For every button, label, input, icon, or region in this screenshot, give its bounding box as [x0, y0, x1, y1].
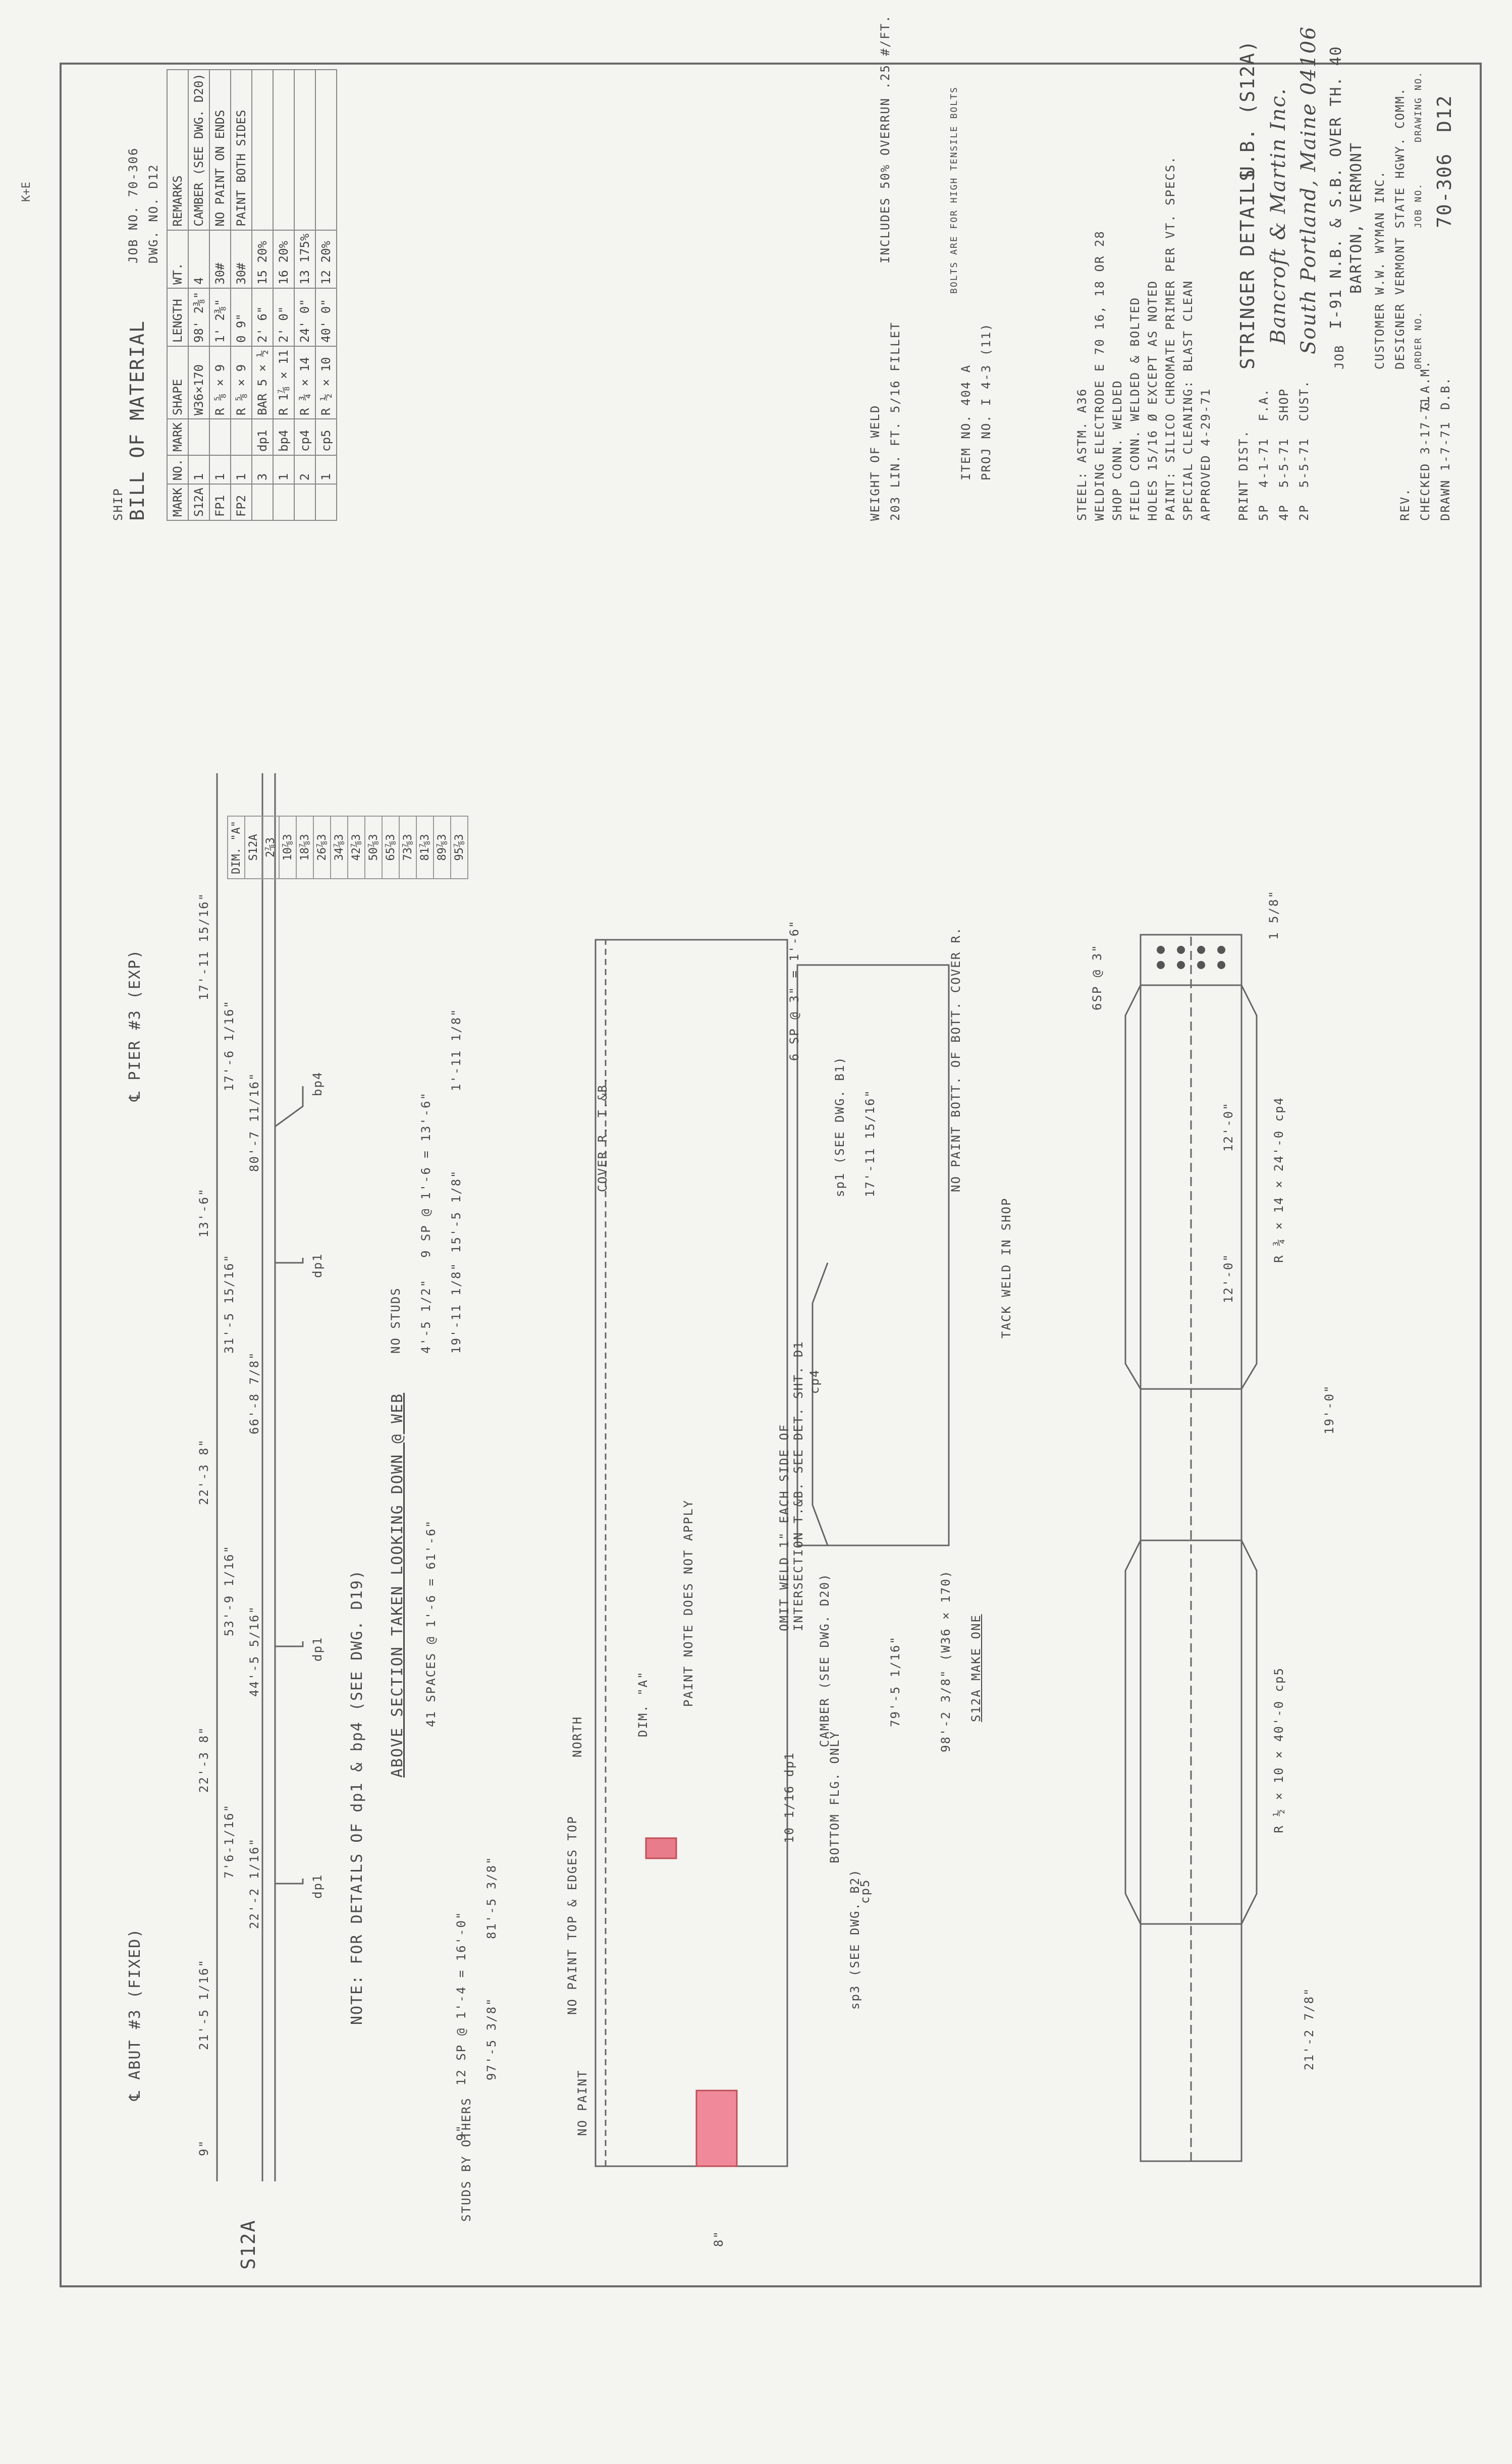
bom-dwg: DWG. NO. D12 — [146, 164, 160, 263]
bom-header-row: MARK NO. MARK SHAPE LENGTH WT. REMARKS — [167, 70, 188, 520]
cover-label: COVER R. T.&B. — [596, 1076, 610, 1192]
dp1-label-2: dp1 — [310, 1636, 325, 1662]
dim-a-table: DIM. "A" S12A 2⅞3 10⅞3 18⅞3 26⅞3 34⅞3 42… — [227, 816, 468, 879]
job-location: BARTON, VERMONT — [1347, 142, 1365, 294]
proj-no: PROJ NO. I 4-3 (11) — [979, 323, 993, 480]
weld-value: 203 LIN. FT. 5/16 FILLET — [888, 322, 902, 521]
bott-label: BOTTOM FLG. ONLY — [828, 1730, 842, 1863]
drawing-no: D12 — [1433, 94, 1455, 132]
job: I-91 N.B. & S.B. OVER TH. 40 — [1327, 45, 1345, 329]
drawn-by: D.B. — [1438, 377, 1452, 410]
job-no-label: JOB NO. — [1413, 183, 1424, 228]
company-location: South Portland, Maine 04106 — [1297, 26, 1320, 354]
cp5-label: cp5 — [858, 1879, 872, 1904]
sp1-len: 17'-11 15/16" — [863, 1089, 877, 1197]
cp4-label: cp4 — [807, 1369, 822, 1394]
len1-label: 79'-5 1/16" — [888, 1636, 902, 1727]
cp4-plate — [1124, 984, 1258, 1390]
bp4-label: bp4 — [310, 1071, 325, 1096]
no-paint-label: NO PAINT — [575, 2069, 589, 2136]
dp1-side-label: 10 1/16 dp1 — [782, 1752, 796, 1843]
subject-b: U.B. (S12A) — [1236, 39, 1259, 178]
side-elevation — [595, 939, 788, 2167]
weld-label: WEIGHT OF WELD — [868, 404, 882, 521]
bolts-note: BOLTS ARE FOR HIGH TENSILE BOLTS — [949, 86, 959, 294]
dp1-marker-1 — [275, 1879, 304, 1885]
abut-label: ℄ ABUT #3 (FIXED) — [126, 1927, 144, 2101]
len2-label: 98'-2 3/8" (W36 × 170) — [939, 1570, 953, 1752]
bom-job: JOB NO. 70-306 — [126, 147, 140, 263]
no-paint-bott: NO PAINT BOTT. OF BOTT. COVER R. — [949, 926, 963, 1192]
bp4-marker — [275, 1086, 304, 1128]
drawn: DRAWN 1-7-71 — [1438, 421, 1452, 521]
sp1-label: sp1 (SEE DWG. B1) — [833, 1056, 847, 1197]
make-label: S12A MAKE ONE — [969, 1614, 983, 1722]
tack-weld: TACK WELD IN SHOP — [999, 1197, 1013, 1338]
section-note: ABOVE SECTION TAKEN LOOKING DOWN @ WEB — [389, 1392, 406, 1778]
designer: DESIGNER VERMONT STATE HGWY. COMM. — [1393, 87, 1407, 369]
checked-by: G.A.M. — [1418, 360, 1432, 410]
camber-label: CAMBER (SEE DWG. D20) — [818, 1573, 832, 1747]
company: Bancroft & Martin Inc. — [1267, 87, 1290, 344]
top-view-label: S12A — [237, 2219, 259, 2270]
bom-ship: SHIP — [111, 488, 125, 521]
job-no: 70-306 — [1433, 152, 1455, 228]
dp1-marker-2 — [275, 1641, 304, 1647]
studs-note: STUDS BY OTHERS — [459, 2097, 473, 2222]
weld-note: INCLUDES 50% OVERRUN .25 #/FT. — [878, 14, 892, 263]
drawing-no-label: DRAWING NO. — [1413, 71, 1424, 142]
bolt-spacing: 6 SP @ 3" = 1'-6" — [787, 920, 801, 1061]
subject: STRINGER DETAILS — [1236, 168, 1259, 369]
dp1-label-1: dp1 — [310, 1873, 325, 1899]
bom-table: MARK NO. MARK SHAPE LENGTH WT. REMARKS S… — [167, 69, 337, 521]
dp1-marker-3 — [275, 1258, 304, 1264]
no-studs-note: NO STUDS — [389, 1287, 403, 1354]
note-text: NOTE: FOR DETAILS OF dp1 & bp4 (SEE DWG.… — [348, 1569, 366, 2025]
item-no: ITEM NO. 404 A — [959, 364, 973, 480]
checked: CHECKED 3-17-71 — [1418, 396, 1432, 521]
no-paint-8: 8" — [712, 2230, 726, 2247]
print-dist-title: PRINT DIST. — [1236, 430, 1251, 521]
bom-title: BILL OF MATERIAL — [126, 319, 148, 521]
pier-label: ℄ PIER #3 (EXP) — [126, 948, 144, 1101]
cp5-plate — [1124, 1539, 1258, 1925]
no-paint-area — [645, 1837, 677, 1859]
job-prefix: JOB — [1332, 344, 1346, 369]
north-label: NORTH — [570, 1716, 584, 1757]
paint-note: NO PAINT TOP & EDGES TOP — [565, 1815, 579, 2015]
dim-a-label: DIM. "A" — [636, 1671, 650, 1737]
customer: CUSTOMER W.W. WYMAN INC. — [1373, 170, 1387, 369]
omit-weld-note: OMIT WELD 1" EACH SIDE OF INTERSECTION T… — [777, 1341, 805, 1631]
end-view — [796, 964, 950, 1546]
rev-label: REV. — [1398, 488, 1412, 521]
dp1-label-3: dp1 — [310, 1253, 325, 1278]
no-paint-end — [695, 2090, 738, 2167]
spaces-note: 41 SPACES @ 1'-6 = 61'-6" — [424, 1519, 438, 1727]
paint-not-apply: PAINT NOTE DOES NOT APPLY — [681, 1499, 695, 1707]
